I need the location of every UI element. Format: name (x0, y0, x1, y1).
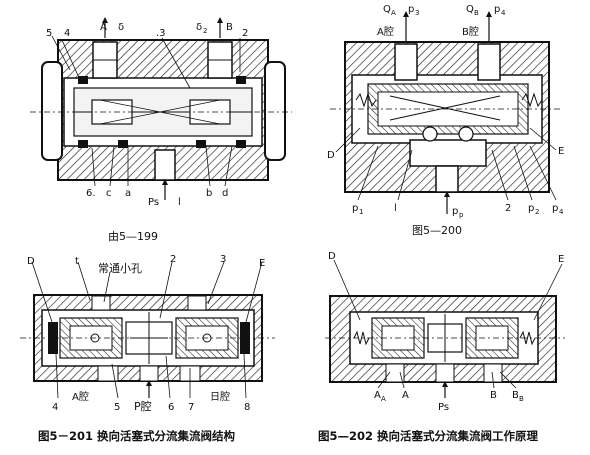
fig200-label-pp-sub: p (459, 211, 464, 219)
fig200-label-p4-sub: 4 (501, 9, 506, 17)
fig199-label-c: c (106, 188, 112, 199)
fig201-label-2: 2 (170, 254, 176, 265)
fig202-caption: 图5—202 换向活塞式分流集流阀工作原理 (318, 429, 539, 443)
fig201-label-E: E (259, 258, 265, 269)
fig200-label-A-chamber: A腔 (377, 25, 394, 38)
fig200-label-p3-sub: 3 (415, 9, 419, 17)
fig200-label-p4b-sub: 4 (559, 208, 564, 216)
fig200-label-l: l (394, 203, 397, 214)
fig200-label-QB: Q (466, 4, 474, 15)
fig200-label-p4b: p (552, 203, 558, 214)
fig202-label-AA-sub: A (381, 395, 386, 403)
fig199-label-delta2-sub: 2 (203, 27, 207, 35)
fig201-label-B-chamber: 日腔 (210, 390, 230, 403)
fig200-label-D: D (327, 150, 335, 161)
fig202-label-Ps: Ps (438, 402, 449, 413)
fig199-label-5: 5 (46, 28, 52, 39)
fig200-label-p3: p (408, 4, 414, 15)
fig200-label-p4: p (494, 4, 500, 15)
fig199-label-4: 4 (64, 28, 70, 39)
fig199-label-d: d (222, 188, 228, 199)
fig201-drawing: D t 常通小孔 2 3 E 4 A腔 5 P腔 6 7 日腔 8 (20, 254, 275, 413)
fig200-label-B-chamber: B腔 (462, 25, 479, 38)
fig202-label-A: A (402, 390, 409, 401)
fig200-label-p2-sub: 2 (535, 208, 539, 216)
fig200-label-QA-sub: A (391, 9, 396, 17)
fig199-label-a: a (125, 188, 131, 199)
fig202-label-B: B (490, 390, 497, 401)
fig199-label-A: A (100, 22, 107, 33)
fig201-label-4: 4 (52, 402, 58, 413)
fig200-label-pp: p (452, 206, 458, 217)
fig199-label-delta: δ (118, 22, 124, 33)
fig201-label-7: 7 (188, 402, 194, 413)
fig200-drawing: Q A p 3 Q B p 4 A腔 B腔 D E p 1 l p p 2 p … (327, 4, 564, 219)
fig202-label-BB-sub: B (519, 395, 524, 403)
fig199-label-2: 2 (242, 28, 248, 39)
fig200-label-p1-sub: 1 (359, 208, 363, 216)
fig201-label-P-chamber: P腔 (134, 399, 152, 413)
fig200-label-2: 2 (505, 203, 511, 214)
fig202-label-E: E (558, 254, 564, 265)
fig200-label-QA: Q (383, 4, 391, 15)
fig201-label-orifice: 常通小孔 (98, 262, 142, 275)
fig201-label-3: 3 (220, 254, 226, 265)
fig200-label-p2: p (528, 203, 534, 214)
fig199-label-b: b (206, 188, 212, 199)
fig199-caption: 由5—199 (108, 230, 158, 243)
fig200-label-QB-sub: B (474, 9, 479, 17)
fig199-label-B: B (226, 22, 233, 33)
fig199-drawing: 5 4 A δ .3 δ 2 B 2 6. c a Ps l b d (30, 17, 292, 208)
fig201-caption: 图5－201 换向活塞式分流集流阀结构 (38, 429, 236, 443)
fig200-label-E: E (558, 146, 564, 157)
fig201-label-8: 8 (244, 402, 250, 413)
fig202-label-BB: B (512, 390, 519, 401)
fig202-drawing: D E A A A Ps B B B (325, 251, 565, 413)
fig199-label-3: .3 (156, 28, 166, 39)
fig199-label-Ps: Ps (148, 197, 159, 208)
fig201-label-5: 5 (114, 402, 120, 413)
fig201-label-t: t (75, 256, 79, 267)
fig201-label-D: D (27, 256, 35, 267)
fig200-label-p1: p (352, 203, 358, 214)
fig200-caption: 图5—200 (412, 224, 462, 237)
fig199-label-6: 6. (86, 188, 96, 199)
fig201-label-6: 6 (168, 402, 174, 413)
fig202-label-D: D (328, 251, 336, 262)
fig202-label-AA: A (374, 390, 381, 401)
fig201-label-A-chamber: A腔 (72, 390, 89, 403)
fig199-label-delta2: δ (196, 22, 202, 33)
fig199-label-l: l (178, 197, 181, 208)
